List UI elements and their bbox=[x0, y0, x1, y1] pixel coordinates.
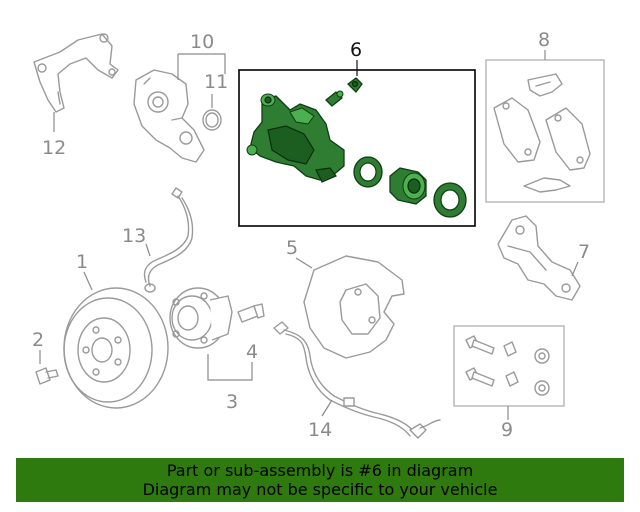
part-9-hardware bbox=[465, 335, 550, 396]
callout-2[interactable]: 2 bbox=[32, 329, 44, 351]
banner-line-1: Part or sub-assembly is #6 in diagram bbox=[166, 461, 474, 480]
callout-12[interactable]: 12 bbox=[42, 137, 66, 159]
callout-4[interactable]: 4 bbox=[246, 341, 258, 363]
part-11-oring bbox=[202, 109, 222, 131]
callout-11[interactable]: 11 bbox=[204, 71, 228, 93]
callout-13[interactable]: 13 bbox=[122, 225, 146, 247]
part-6-caliper bbox=[246, 77, 467, 218]
part-2-screw bbox=[35, 367, 59, 385]
part-8-pads bbox=[493, 73, 591, 193]
part-4-bolt bbox=[237, 303, 265, 323]
leader-13 bbox=[145, 243, 151, 257]
info-banner: Part or sub-assembly is #6 in diagram Di… bbox=[16, 458, 624, 502]
leader-5 bbox=[295, 257, 313, 269]
part-3-hub bbox=[169, 287, 233, 349]
part-9-box bbox=[453, 325, 565, 407]
part-5-shield bbox=[303, 255, 405, 359]
leader-14 bbox=[321, 399, 333, 417]
leader-10 bbox=[177, 53, 226, 80]
part-14-sensor bbox=[273, 321, 441, 439]
callout-3[interactable]: 3 bbox=[226, 391, 238, 413]
part-10-knuckle bbox=[133, 69, 205, 163]
callout-6[interactable]: 6 bbox=[350, 39, 362, 61]
part-7-support bbox=[497, 215, 581, 301]
part-13-hose bbox=[143, 187, 194, 293]
callout-10[interactable]: 10 bbox=[190, 31, 214, 53]
callout-5[interactable]: 5 bbox=[286, 237, 298, 259]
callout-1[interactable]: 1 bbox=[76, 251, 88, 273]
leader-1 bbox=[83, 271, 93, 291]
part-12-bracket bbox=[33, 33, 119, 113]
callout-14[interactable]: 14 bbox=[308, 419, 332, 441]
banner-line-2: Diagram may not be specific to your vehi… bbox=[142, 480, 498, 499]
leader-3 bbox=[207, 354, 253, 381]
callout-8[interactable]: 8 bbox=[538, 29, 550, 51]
parts-diagram: 12 10 11 6 bbox=[32, 29, 605, 441]
callout-7[interactable]: 7 bbox=[578, 241, 590, 263]
callout-9[interactable]: 9 bbox=[501, 419, 513, 441]
part-1-rotor bbox=[63, 287, 169, 409]
leader-7 bbox=[571, 261, 579, 277]
